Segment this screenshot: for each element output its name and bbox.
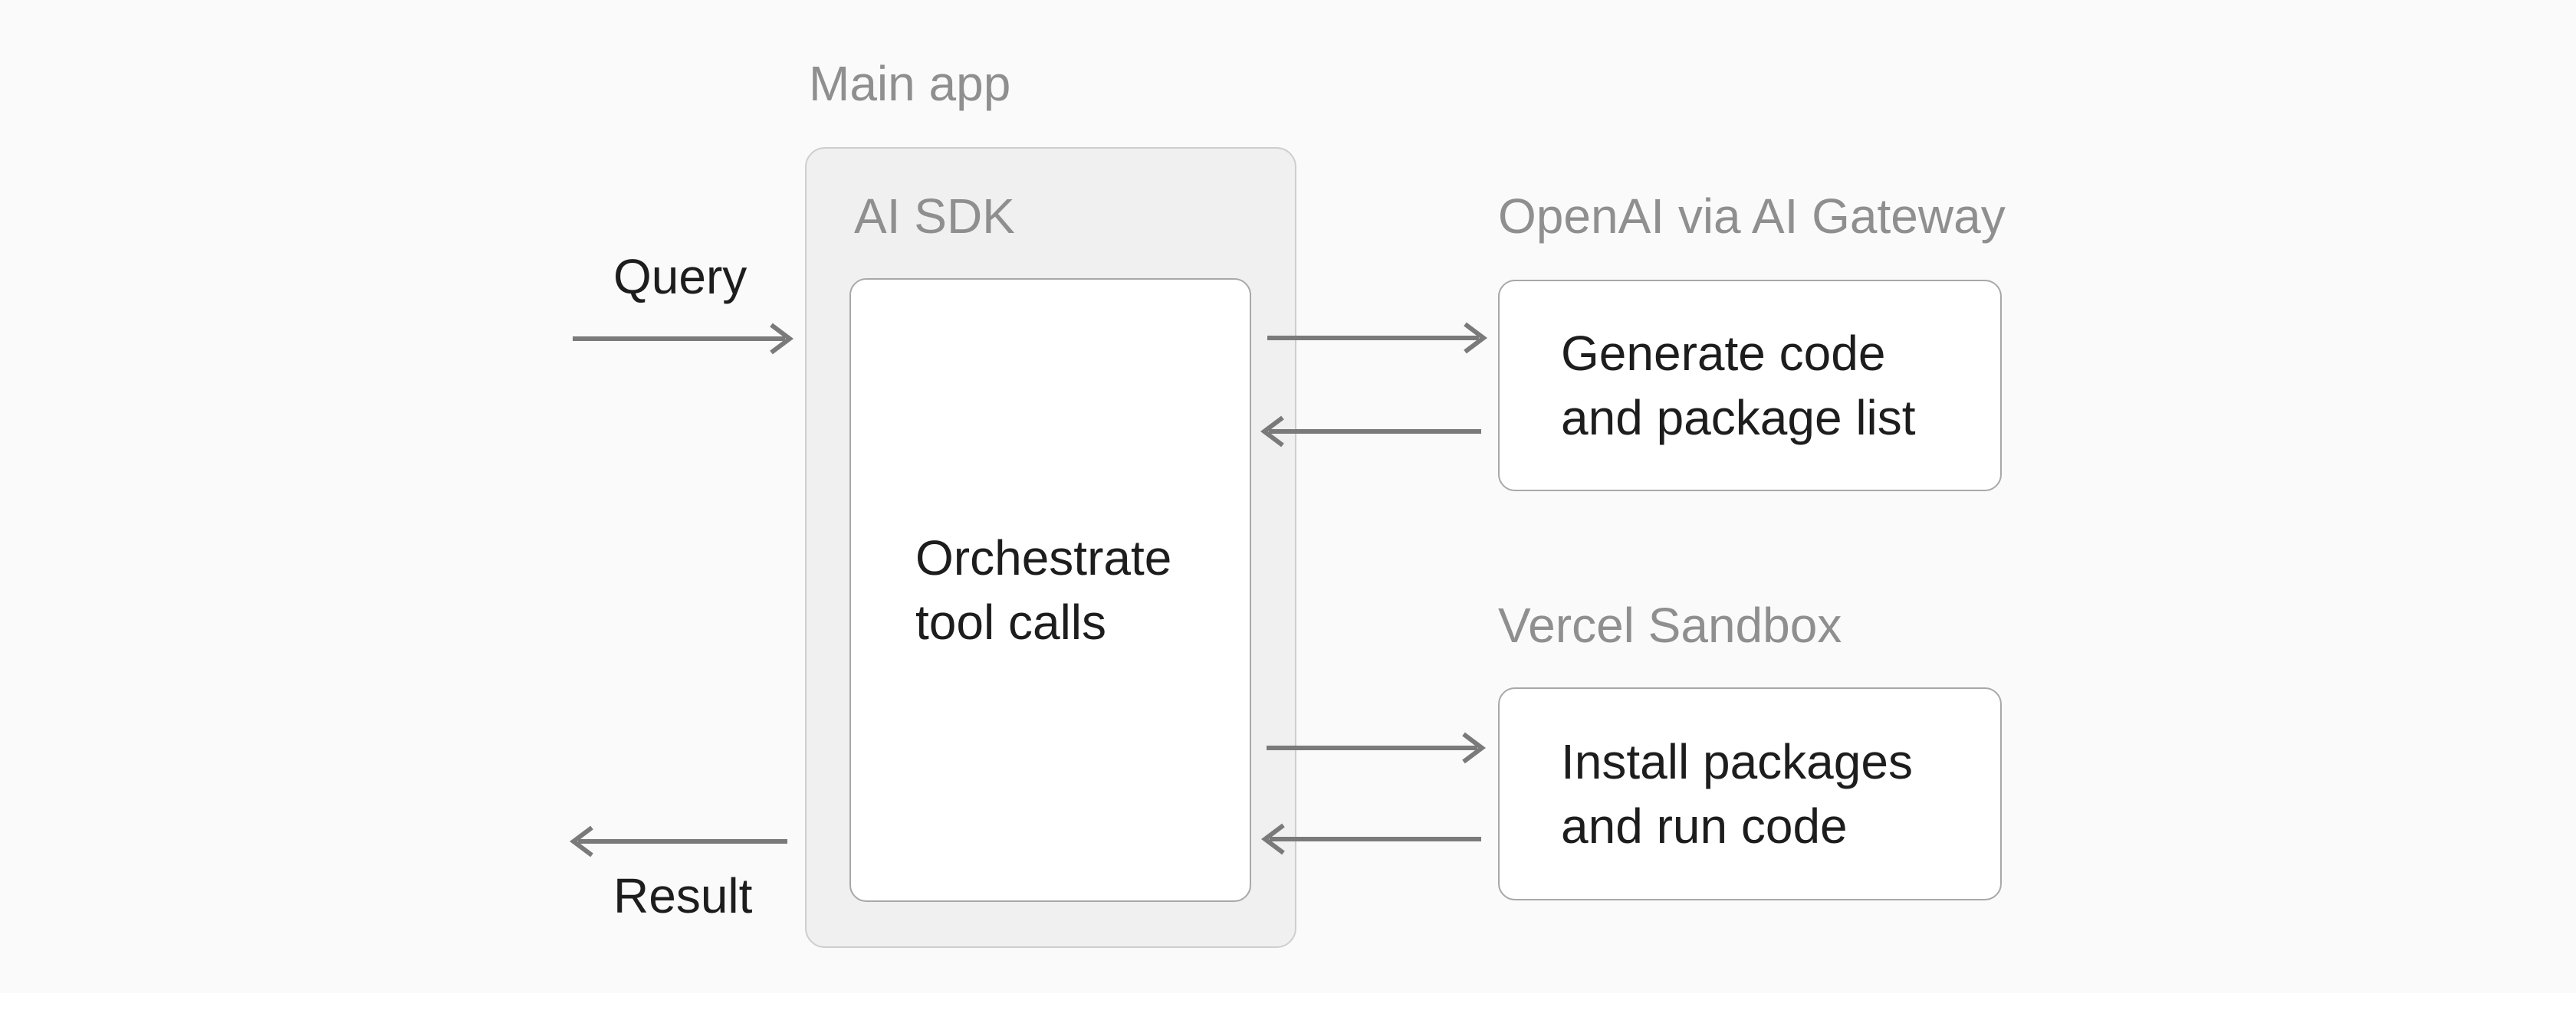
- install-packages-node: Install packages and run code: [1498, 687, 2002, 900]
- main-app-title: Main app: [809, 56, 1011, 111]
- install-packages-node-line2: and run code: [1561, 798, 1848, 854]
- orchestrate-node-line2: tool calls: [915, 595, 1106, 650]
- query-label: Query: [613, 249, 748, 304]
- orchestrate-node-line1: Orchestrate: [915, 530, 1172, 585]
- generate-code-node-line1: Generate code: [1561, 326, 1886, 381]
- orchestrate-tool-calls-node: Orchestrate tool calls: [849, 278, 1251, 902]
- generate-code-node: Generate code and package list: [1498, 280, 2002, 491]
- ai-sdk-label: AI SDK: [854, 189, 1015, 244]
- openai-gateway-title: OpenAI via AI Gateway: [1498, 189, 2006, 244]
- install-packages-node-line1: Install packages: [1561, 734, 1913, 789]
- result-label: Result: [613, 868, 753, 923]
- vercel-sandbox-title: Vercel Sandbox: [1498, 598, 1842, 653]
- generate-code-node-line2: and package list: [1561, 390, 1916, 445]
